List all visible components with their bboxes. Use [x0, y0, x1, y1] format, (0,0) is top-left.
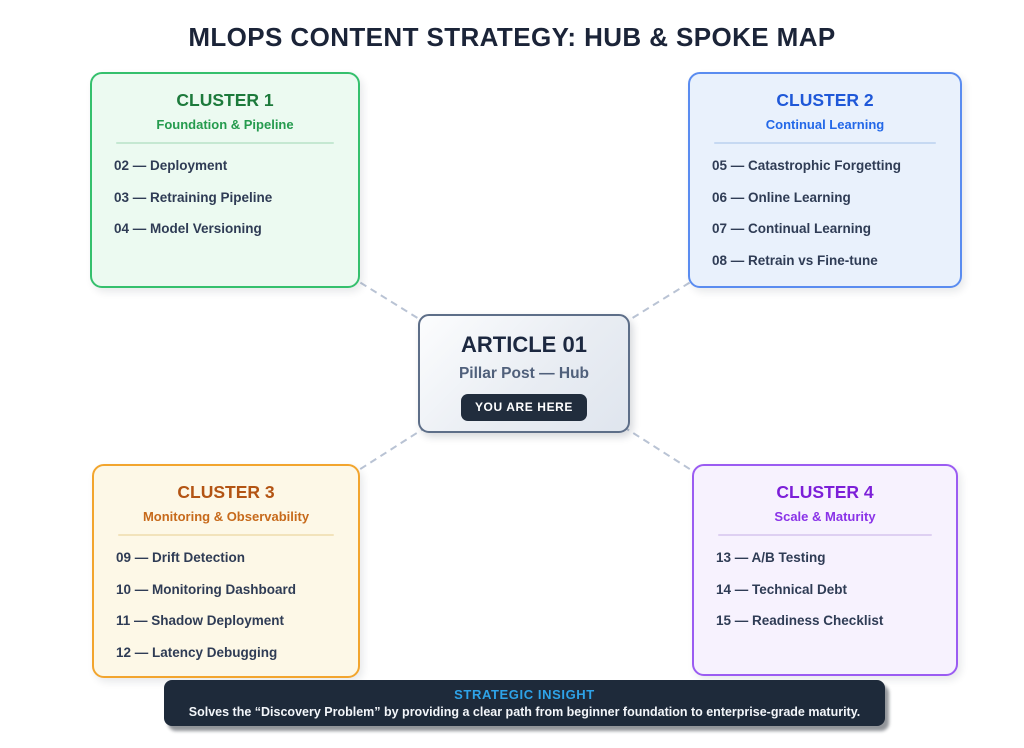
cluster-item: 14 — Technical Debt: [716, 581, 848, 597]
connector-cluster4-hub: [604, 414, 711, 483]
cluster-item: 08 — Retrain vs Fine-tune: [712, 252, 878, 268]
cluster-2-subtitle: Continual Learning: [765, 117, 885, 132]
cluster-2-item-list: 05 — Catastrophic Forgetting 06 — Online…: [690, 156, 960, 268]
hub-subtitle: Pillar Post — Hub: [458, 365, 590, 382]
cluster-4-title: CLUSTER 4: [776, 482, 874, 502]
cluster-1-subtitle: Foundation & Pipeline: [156, 117, 294, 132]
cluster-1-card: CLUSTER 1 Foundation & Pipeline 02 — Dep…: [90, 72, 360, 288]
cluster-item: 06 — Online Learning: [712, 189, 851, 205]
cluster-item: 15 — Readiness Checklist: [716, 613, 884, 628]
cluster-item: 11 — Shadow Deployment: [116, 613, 285, 628]
cluster-3-item-list: 09 — Drift Detection 10 — Monitoring Das…: [94, 548, 358, 660]
insight-label: STRATEGIC INSIGHT: [454, 687, 595, 702]
cluster-3-subtitle: Monitoring & Observability: [142, 509, 310, 524]
cluster-3-title: CLUSTER 3: [177, 482, 275, 502]
cluster-4-item-list: 13 — A/B Testing 14 — Technical Debt 15 …: [694, 548, 956, 628]
cluster-1-divider: [116, 142, 334, 144]
cluster-2-title: CLUSTER 2: [776, 90, 874, 110]
cluster-item: 07 — Continual Learning: [712, 221, 872, 236]
you-are-here-badge: YOU ARE HERE: [460, 394, 588, 421]
hub-title: ARTICLE 01: [461, 332, 587, 357]
cluster-2-divider: [714, 142, 936, 144]
cluster-4-card: CLUSTER 4 Scale & Maturity 13 — A/B Test…: [692, 464, 958, 676]
cluster-4-subtitle: Scale & Maturity: [774, 509, 876, 524]
connector-cluster3-hub: [339, 414, 446, 483]
cluster-item: 12 — Latency Debugging: [116, 644, 278, 660]
cluster-1-title: CLUSTER 1: [176, 90, 274, 110]
cluster-4-divider: [718, 534, 932, 536]
cluster-item: 04 — Model Versioning: [114, 221, 262, 236]
page-title: MLOPS CONTENT STRATEGY: HUB & SPOKE MAP: [188, 22, 836, 52]
cluster-item: 09 — Drift Detection: [116, 550, 246, 565]
cluster-2-card: CLUSTER 2 Continual Learning 05 — Catast…: [688, 72, 962, 288]
cluster-3-card: CLUSTER 3 Monitoring & Observability 09 …: [92, 464, 360, 678]
cluster-item: 13 — A/B Testing: [716, 550, 826, 565]
cluster-item: 03 — Retraining Pipeline: [114, 189, 273, 205]
cluster-item: 05 — Catastrophic Forgetting: [712, 158, 902, 173]
cluster-1-item-list: 02 — Deployment 03 — Retraining Pipeline…: [92, 156, 358, 236]
insight-text: Solves the “Discovery Problem” by provid…: [188, 705, 861, 719]
cluster-item: 10 — Monitoring Dashboard: [116, 581, 297, 597]
insight-banner: STRATEGIC INSIGHT Solves the “Discovery …: [164, 680, 885, 726]
hub-card: ARTICLE 01 Pillar Post — Hub YOU ARE HER…: [418, 314, 630, 433]
cluster-3-divider: [118, 534, 334, 536]
cluster-item: 02 — Deployment: [114, 158, 228, 173]
